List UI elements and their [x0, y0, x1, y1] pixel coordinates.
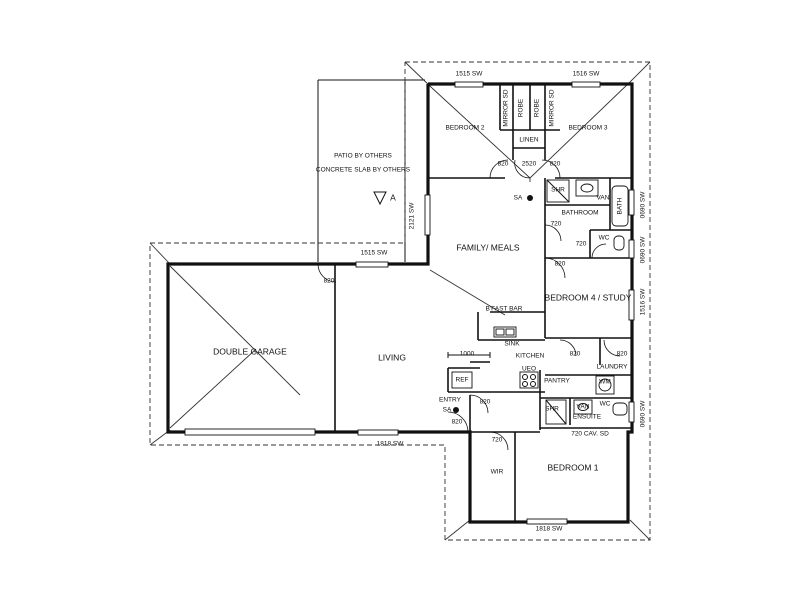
toilet-ensuite-icon	[612, 402, 628, 416]
kitchen-sink-icon	[493, 326, 517, 338]
label-robe-left: ROBE	[518, 98, 525, 117]
label-wir: WIR	[491, 469, 504, 476]
label-bfast-bar: B'FAST BAR	[486, 306, 523, 313]
dim-720-cav: 720 CAV. SD	[571, 431, 609, 438]
door-720-bath: 720	[551, 221, 562, 228]
dim-1818-bottom: 1818 SW	[377, 441, 405, 448]
exterior-walls	[166, 82, 634, 524]
door-820-garage: 820	[324, 278, 335, 285]
label-bath: BATH	[617, 197, 624, 214]
label-sink: SINK	[504, 341, 520, 348]
door-820-bed3: 820	[550, 161, 561, 168]
interior-walls	[334, 84, 632, 522]
dim-1000: 1000	[460, 351, 475, 358]
label-linen: LINEN	[519, 137, 538, 144]
label-mirror-sd-right: MIRROR SD	[549, 89, 556, 127]
smoke-alarm-entry-icon	[453, 407, 459, 413]
label-living: LIVING	[378, 352, 406, 362]
label-shr-ensuite: SHR	[545, 406, 559, 413]
label-patio-1: PATIO BY OTHERS	[334, 153, 392, 160]
label-van-ensuite: VAN	[577, 404, 590, 411]
label-bedroom-1: BEDROOM 1	[547, 462, 598, 472]
label-mirror-sd-left: MIRROR SD	[503, 89, 510, 127]
door-820-laundry: 820	[617, 351, 628, 358]
label-bedroom-3: BEDROOM 3	[568, 125, 607, 132]
door-2520: 2520	[522, 161, 537, 168]
door-820-bed2: 820	[498, 161, 509, 168]
fixtures	[447, 179, 629, 425]
label-ensuite: ENSUITE	[573, 414, 602, 421]
dim-0690-a: 0690 SW	[640, 191, 647, 219]
label-kitchen: KITCHEN	[516, 353, 545, 360]
dim-1515-top: 1515 SW	[456, 71, 484, 78]
smoke-alarm-top-icon	[527, 195, 533, 201]
label-sa-top: SA	[514, 195, 523, 202]
label-patio-2: CONCRETE SLAB BY OTHERS	[316, 167, 411, 174]
dim-0690-b: 0690 SW	[640, 236, 647, 264]
dim-1818-bed1: 1818 SW	[536, 526, 564, 533]
door-820-kitchen: 820	[570, 351, 581, 358]
label-shr-top: SHR	[551, 187, 565, 194]
section-marker-label: A	[390, 192, 396, 202]
bath-icon	[611, 185, 629, 227]
door-820-bed4: 820	[555, 261, 566, 268]
dim-0690-c: 0690 SW	[640, 400, 647, 428]
label-wc-ensuite: WC	[600, 401, 611, 408]
label-double-garage: DOUBLE GARAGE	[213, 346, 287, 356]
label-wm: WM	[599, 379, 611, 386]
fridge-icon	[451, 371, 473, 389]
label-entry: ENTRY	[439, 397, 462, 404]
label-van-top: VAN	[597, 195, 610, 202]
windows	[184, 81, 635, 525]
section-marker: A	[373, 191, 396, 206]
label-ueo: UEO	[522, 366, 536, 373]
label-robe-right: ROBE	[534, 98, 541, 117]
label-bedroom-2: BEDROOM 2	[445, 125, 484, 132]
label-laundry: LAUNDRY	[597, 364, 629, 371]
roof-outline	[149, 61, 651, 541]
door-720-wc: 720	[576, 241, 587, 248]
oven-icon	[519, 371, 539, 389]
label-family-meals: FAMILY/ MEALS	[456, 242, 519, 252]
door-820-entry-2: 820	[452, 419, 463, 426]
toilet-top-icon	[613, 235, 625, 251]
label-bedroom-4: BEDROOM 4 / STUDY	[545, 292, 632, 302]
dim-1515-mid: 1515 SW	[361, 250, 389, 257]
dim-1516-top: 1516 SW	[573, 71, 601, 78]
label-pantry: PANTRY	[544, 378, 570, 385]
label-ref: REF	[456, 377, 469, 384]
room-labels: BEDROOM 2 BEDROOM 3 LINEN ROBE ROBE MIRR…	[213, 89, 632, 476]
dim-2121-vert: 2121 SW	[409, 202, 416, 230]
label-sa-entry: SA	[443, 407, 452, 414]
dimension-labels: 1515 SW 1516 SW 1515 SW 1818 SW 1818 SW …	[324, 71, 647, 533]
label-wc-top: WC	[599, 235, 610, 242]
door-820-entry: 820	[480, 399, 491, 406]
door-720-wir: 720	[492, 437, 503, 444]
door-swings	[317, 159, 621, 451]
label-bathroom: BATHROOM	[561, 210, 598, 217]
dim-1516-vert: 1516 SW	[640, 288, 647, 316]
